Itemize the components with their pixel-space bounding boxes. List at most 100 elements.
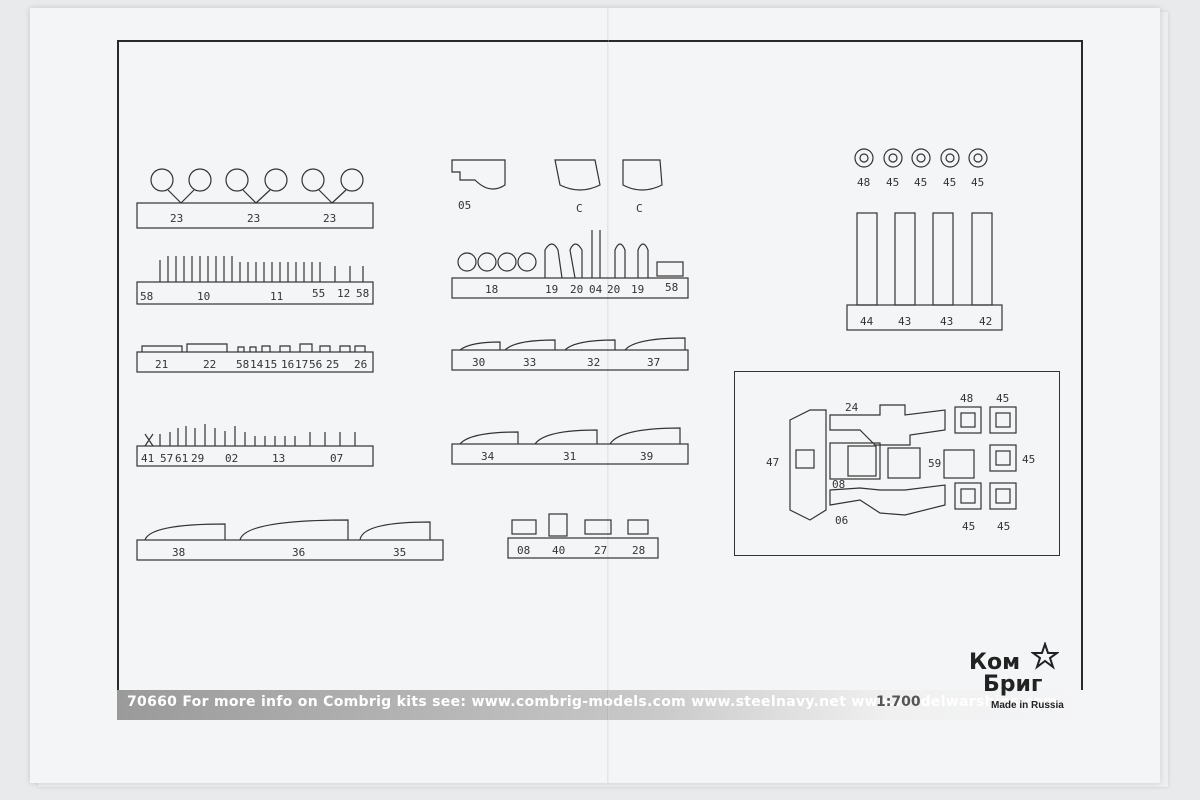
part-58-block (656, 261, 684, 277)
label: 33 (523, 356, 536, 369)
combrig-logo: Ком Бриг Made in Russia (965, 640, 1075, 715)
label: 07 (330, 452, 343, 465)
part-c1 (554, 159, 601, 191)
rings-row (854, 148, 988, 168)
pe-24 (829, 404, 946, 446)
pe-47 (789, 409, 827, 521)
sprue-18-20 (451, 277, 689, 299)
label: 40 (552, 544, 565, 557)
label: 44 (860, 315, 874, 328)
label: 45 (996, 392, 1009, 405)
sprue-10-11 (136, 281, 374, 305)
label: 59 (928, 457, 941, 470)
sprue-21-26 (136, 351, 374, 373)
pe-06 (829, 484, 946, 516)
sprue-large-boats (136, 539, 444, 561)
label: 20 (607, 283, 620, 296)
label: 11 (270, 290, 283, 303)
logo-line-1: Ком (969, 650, 1021, 675)
label: 30 (472, 356, 485, 369)
label: 32 (587, 356, 600, 369)
label: 39 (640, 450, 653, 463)
label: 55 (312, 287, 325, 300)
label: 15 (264, 358, 277, 371)
footer-bar (117, 690, 1083, 720)
label: 12 (337, 287, 350, 300)
label: 58 (140, 290, 153, 303)
label: 02 (225, 452, 238, 465)
label: 45 (997, 520, 1010, 533)
sprue-23 (136, 202, 374, 229)
label: 23 (247, 212, 260, 225)
label: 29 (191, 452, 204, 465)
label: 28 (632, 544, 645, 557)
label: 45 (943, 176, 956, 189)
label: 34 (481, 450, 495, 463)
label: 58 (236, 358, 249, 371)
sprue-08-28 (507, 537, 659, 559)
label: 41 (141, 452, 154, 465)
sprue-boats-1 (451, 349, 689, 371)
label: 19 (545, 283, 558, 296)
label: 23 (323, 212, 336, 225)
label: 45 (1022, 453, 1035, 466)
label: 04 (589, 283, 603, 296)
label: 37 (647, 356, 660, 369)
label: 06 (835, 514, 848, 527)
label: 21 (155, 358, 168, 371)
label: 48 (960, 392, 973, 405)
label: 19 (631, 283, 644, 296)
label: 10 (197, 290, 210, 303)
label: 27 (594, 544, 607, 557)
star-icon (1031, 642, 1059, 670)
pe-grids (954, 406, 1017, 510)
label: 16 (281, 358, 294, 371)
label: 45 (886, 176, 899, 189)
label: 13 (272, 452, 285, 465)
label: 17 (295, 358, 308, 371)
label: 56 (309, 358, 322, 371)
footer-text: 70660 For more info on Combrig kits see:… (127, 694, 1058, 710)
pe-08 (829, 442, 881, 480)
scale-label: 1:700 (876, 694, 921, 710)
label: C (636, 202, 643, 215)
label: 57 (160, 452, 173, 465)
label: 26 (354, 358, 367, 371)
label: 35 (393, 546, 406, 559)
label: 25 (326, 358, 339, 371)
label: 48 (857, 176, 870, 189)
label: 20 (570, 283, 583, 296)
label: 43 (898, 315, 911, 328)
label: 05 (458, 199, 471, 212)
label: 08 (517, 544, 530, 557)
label: 18 (485, 283, 498, 296)
label: C (576, 202, 583, 215)
label: 45 (914, 176, 927, 189)
label: 22 (203, 358, 216, 371)
logo-tagline: Made in Russia (991, 700, 1064, 711)
sprue-boats-2 (451, 443, 689, 465)
davit-pairs (150, 168, 364, 204)
pe-59 (943, 449, 975, 479)
logo-line-2: Бриг (983, 672, 1043, 697)
label: 14 (250, 358, 264, 371)
label: 08 (832, 478, 845, 491)
label: 61 (175, 452, 188, 465)
label: 58 (356, 287, 369, 300)
label: 58 (665, 281, 678, 294)
label: 38 (172, 546, 185, 559)
label: 36 (292, 546, 305, 559)
page-fold (607, 8, 609, 783)
label: 47 (766, 456, 779, 469)
label: 31 (563, 450, 576, 463)
label: 43 (940, 315, 953, 328)
part-05 (451, 159, 506, 190)
label: 45 (962, 520, 975, 533)
part-c2 (622, 159, 663, 191)
sprue-funnels (846, 304, 1003, 331)
instruction-sheet (30, 8, 1160, 783)
mast-parts (159, 256, 364, 282)
photo-etch-inset (734, 371, 1060, 556)
label: 23 (170, 212, 183, 225)
